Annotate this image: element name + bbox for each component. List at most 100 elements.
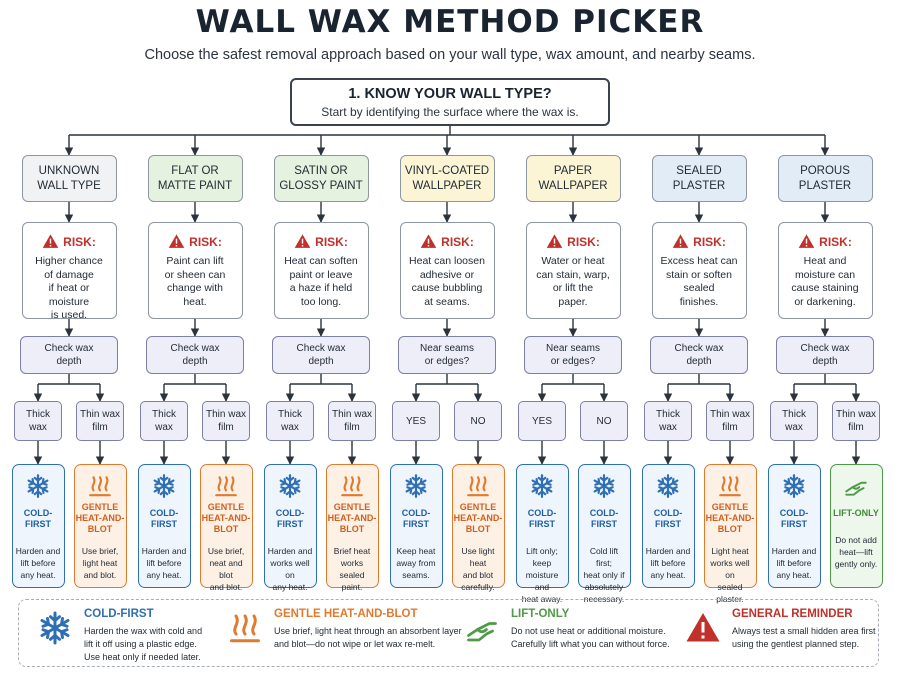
warning-icon bbox=[294, 234, 311, 248]
snowflake-icon bbox=[27, 474, 49, 498]
branch-option-box: YES bbox=[392, 401, 440, 441]
heat-waves-icon bbox=[230, 614, 260, 643]
legend-title: GENTLE HEAT-AND-BLOT bbox=[274, 608, 418, 620]
method-icon-wrap bbox=[403, 473, 429, 499]
legend-text: Do not use heat or additional moisture.C… bbox=[511, 626, 670, 649]
snowflake-icon bbox=[657, 474, 679, 498]
branch-option-label: NO bbox=[596, 415, 612, 427]
method-icon-wrap bbox=[717, 473, 743, 499]
method-title: LIFT-ONLY bbox=[833, 508, 879, 518]
method-title: COLD-FIRST bbox=[275, 508, 305, 529]
snowflake-icon bbox=[593, 474, 615, 498]
method-title: COLD-FIRST bbox=[149, 508, 179, 529]
risk-heading: RISK: bbox=[546, 233, 600, 250]
snowflake-icon bbox=[783, 474, 805, 498]
method-icon-wrap bbox=[87, 473, 113, 499]
branch-option-label: NO bbox=[470, 415, 486, 427]
warning-icon bbox=[168, 234, 185, 248]
method-icon-wrap bbox=[465, 473, 491, 499]
method-icon-wrap bbox=[843, 473, 869, 499]
risk-label: RISK: bbox=[693, 234, 726, 249]
branch-option-box: YES bbox=[518, 401, 566, 441]
method-title: COLD-FIRST bbox=[527, 508, 557, 529]
legend-text: Use brief, light heat through an absorbe… bbox=[274, 626, 462, 649]
heat-waves-icon bbox=[719, 476, 741, 497]
risk-heading: RISK: bbox=[168, 233, 222, 250]
warning-icon bbox=[42, 234, 59, 248]
page-title: WALL WAX METHOD PICKER bbox=[195, 4, 705, 40]
legend-title: GENERAL REMINDER bbox=[732, 608, 853, 620]
risk-label: RISK: bbox=[819, 234, 852, 249]
method-icon-wrap bbox=[781, 473, 807, 499]
risk-heading: RISK: bbox=[420, 233, 474, 250]
page-subtitle: Choose the safest removal approach based… bbox=[144, 47, 756, 63]
warning-icon bbox=[546, 234, 563, 248]
risk-label: RISK: bbox=[315, 234, 348, 249]
legend-icon-wrap bbox=[685, 610, 721, 651]
method-icon-wrap bbox=[151, 473, 177, 499]
heat-waves-icon bbox=[341, 476, 363, 497]
method-icon-wrap bbox=[25, 473, 51, 499]
legend-title: LIFT-ONLY bbox=[511, 608, 570, 620]
method-title: COLD-FIRST bbox=[23, 508, 53, 529]
legend-icon-wrap bbox=[37, 610, 73, 651]
method-icon-wrap bbox=[655, 473, 681, 499]
lift-hand-icon bbox=[467, 622, 497, 642]
branch-option-box: NO bbox=[454, 401, 502, 441]
warning-icon bbox=[672, 234, 689, 248]
branch-option-label: YES bbox=[405, 415, 426, 427]
snowflake-icon bbox=[405, 474, 427, 498]
